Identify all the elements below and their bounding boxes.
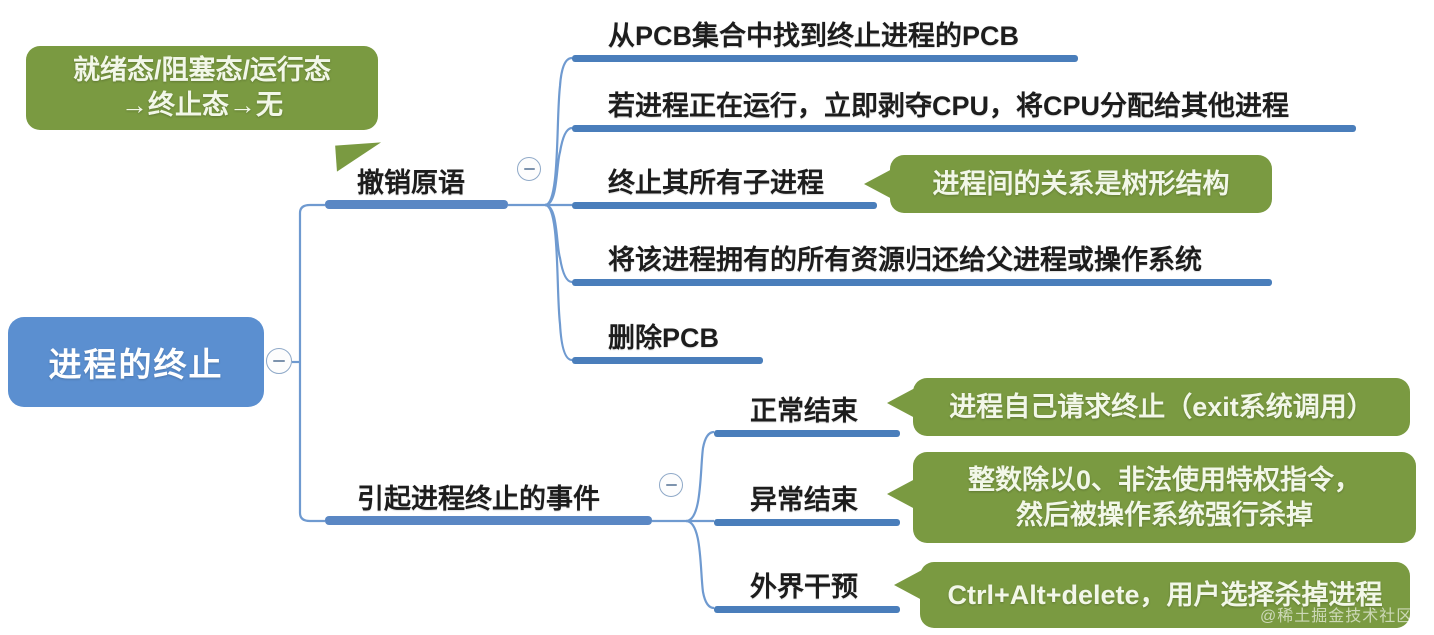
branch-underline-bar <box>325 516 652 525</box>
leaf-underline-bar <box>714 606 900 613</box>
root-node[interactable]: 进程的终止 <box>8 317 264 407</box>
callout-tail-icon <box>887 388 915 418</box>
leaf-node-kill-children[interactable]: 终止其所有子进程 <box>572 151 877 209</box>
callout-text: Ctrl+Alt+delete，用户选择杀掉进程 <box>947 579 1383 610</box>
callout-normal-end: 进程自己请求终止（exit系统调用） <box>887 378 1410 436</box>
minus-circle-icon <box>273 360 285 362</box>
leaf-underline-bar <box>714 519 900 526</box>
branch-revoke-collapse-toggle[interactable] <box>517 157 541 181</box>
branch-node-events[interactable]: 引起进程终止的事件 <box>325 468 652 525</box>
watermark: @稀土掘金技术社区 <box>1260 608 1414 625</box>
leaf-node-preempt-cpu[interactable]: 若进程正在运行，立即剥夺CPU，将CPU分配给其他进程 <box>572 74 1356 132</box>
callout-text: 就绪态/阻塞态/运行态→终止态→无 <box>72 55 331 120</box>
leaf-node-normal-end[interactable]: 正常结束 <box>714 379 900 437</box>
branch-node-revoke[interactable]: 撤销原语 <box>325 152 508 209</box>
callout-text: 进程间的关系是树形结构 <box>932 168 1230 199</box>
callout-tail-icon <box>887 479 915 509</box>
leaf-node-return-resources[interactable]: 将该进程拥有的所有资源归还给父进程或操作系统 <box>572 228 1272 286</box>
leaf-node-external[interactable]: 外界干预 <box>714 555 900 613</box>
callout-tree-structure: 进程间的关系是树形结构 <box>864 155 1272 213</box>
leaf-underline-bar <box>714 430 900 437</box>
leaf-underline-bar <box>572 125 1356 132</box>
leaf-node-abnormal-end[interactable]: 异常结束 <box>714 468 900 526</box>
callout-text: 整数除以0、非法使用特权指令，然后被操作系统强行杀掉 <box>967 464 1361 530</box>
minus-circle-icon <box>665 484 677 486</box>
leaf-underline-bar <box>572 357 763 364</box>
leaf-underline-bar <box>572 55 1078 62</box>
callout-state-transition: 就绪态/阻塞态/运行态→终止态→无 <box>26 46 383 172</box>
root-collapse-toggle[interactable] <box>266 348 292 374</box>
callout-tail-icon <box>894 570 922 600</box>
branch-events-collapse-toggle[interactable] <box>659 473 683 497</box>
leaf-node-find-pcb[interactable]: 从PCB集合中找到终止进程的PCB <box>572 4 1078 62</box>
leaf-underline-bar <box>572 279 1272 286</box>
branch-underline-bar <box>325 200 508 209</box>
callout-tail-icon <box>864 169 892 199</box>
callout-external: Ctrl+Alt+delete，用户选择杀掉进程 <box>894 562 1410 628</box>
callout-abnormal-end: 整数除以0、非法使用特权指令，然后被操作系统强行杀掉 <box>887 452 1416 543</box>
minus-circle-icon <box>523 168 535 170</box>
leaf-node-delete-pcb[interactable]: 删除PCB <box>572 306 763 364</box>
callout-tail-icon <box>335 142 383 172</box>
callout-text: 进程自己请求终止（exit系统调用） <box>949 391 1374 422</box>
leaf-underline-bar <box>572 202 877 209</box>
